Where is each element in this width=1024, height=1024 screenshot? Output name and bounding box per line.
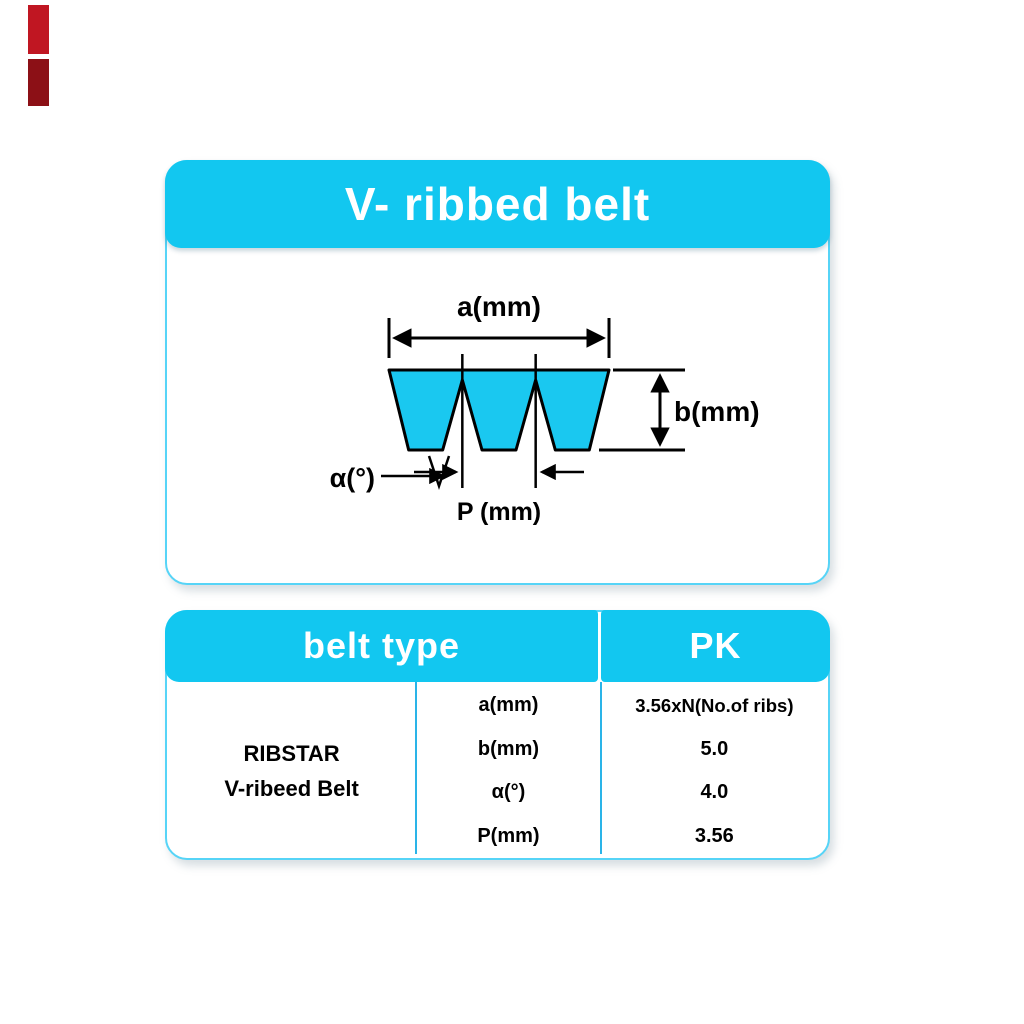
belt-profile-shape [387,368,611,452]
belt-name-cell: RIBSTAR V-ribeed Belt [167,684,416,858]
value-p: 3.56 [694,824,734,847]
dim-alpha-label: α(°) [330,463,375,493]
param-alpha: α(°) [491,781,526,804]
value-b: 5.0 [700,737,729,760]
dim-a-label: a(mm) [457,291,541,322]
param-b: b(mm) [477,737,540,760]
parameter-column: a(mm) b(mm) α(°) P(mm) [416,684,600,858]
angle-v-shape [427,455,451,490]
param-p: P(mm) [477,824,540,847]
param-a: a(mm) [478,694,539,717]
scan-artifact-red-bar-top [28,5,49,54]
column-header-belt-type: belt type [165,610,598,682]
value-column: 3.56xN(No.of ribs) 5.0 4.0 3.56 [601,684,828,858]
page-title: V- ribbed belt [344,178,651,230]
table-divider-right [600,682,602,854]
value-a: 3.56xN(No.of ribs) [635,694,794,716]
diagram-card-body: a(mm) P (mm) b(mm) α(°) [167,248,828,558]
column-header-pk: PK [600,610,830,682]
spec-table-body: RIBSTAR V-ribeed Belt a(mm) b(mm) α(°) P… [167,684,828,858]
dim-b-label: b(mm) [674,396,760,427]
value-alpha: 4.0 [700,781,729,804]
table-divider-left [415,682,417,854]
spec-table-card: belt type PK RIBSTAR V-ribeed Belt a(mm)… [165,610,830,860]
spec-table-header: belt type PK [165,610,830,682]
belt-cross-section-diagram: a(mm) P (mm) b(mm) α(°) [330,291,760,526]
dim-p-label: P (mm) [457,498,541,526]
diagram-card: V- ribbed belt a(mm) [165,160,830,585]
belt-name-line1: RIBSTAR [243,740,340,766]
belt-name-line2: V-ribeed Belt [224,776,359,801]
scan-artifact-red-bar-bottom [28,59,49,106]
diagram-card-header: V- ribbed belt [165,160,830,248]
